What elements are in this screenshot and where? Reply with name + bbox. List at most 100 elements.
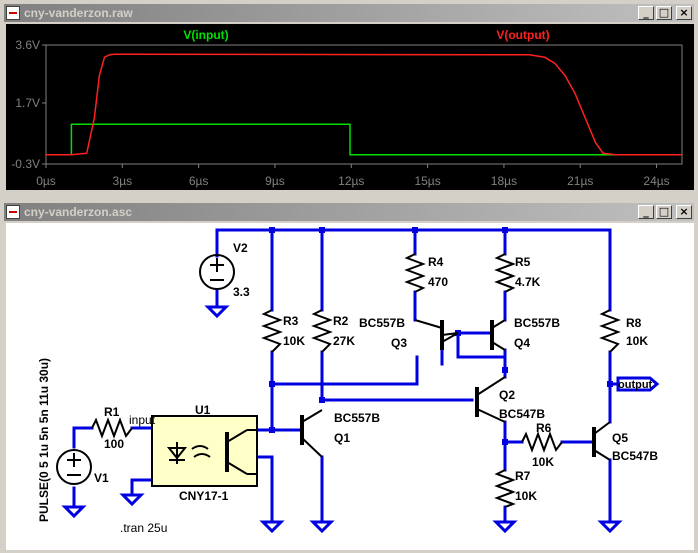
r7-symbol <box>494 469 516 508</box>
minimize-button[interactable]: _ <box>638 205 654 219</box>
v2-value: 3.3 <box>233 285 250 299</box>
y-tick-label: 1.7V <box>15 96 40 110</box>
legend-v-output[interactable]: V(output) <box>496 28 549 42</box>
q4-label: Q4 <box>514 336 530 350</box>
pulse-directive[interactable]: PULSE(0 5 1u 5n 5n 11u 30u) <box>37 358 51 522</box>
r5-value: 4.7K <box>515 275 541 289</box>
ground-icon <box>119 493 145 507</box>
trace-v-input[interactable] <box>46 123 682 156</box>
x-tick-label: 24µs <box>643 174 669 188</box>
waveform-plot[interactable]: 0µs 3µs 6µs 9µs 12µs 15µs 18µs 21µs 24µs 3.6V 1.7V… <box>6 24 694 190</box>
q1-label: Q1 <box>334 431 350 445</box>
q2-symbol <box>475 376 506 423</box>
r6-label: R6 <box>536 421 552 435</box>
grounds <box>61 305 623 534</box>
q2-label: Q2 <box>499 388 515 402</box>
r5-symbol <box>494 253 516 293</box>
r3-symbol <box>261 309 283 353</box>
schematic-canvas[interactable]: V2 3.3 R3 10K R2 27K R4 470 R5 4.7K BC55… <box>6 223 694 550</box>
ground-icon <box>492 520 518 534</box>
minimize-button[interactable]: _ <box>638 6 654 20</box>
wires <box>72 228 620 524</box>
maximize-button[interactable]: □ <box>656 6 672 20</box>
q5-model: BC547B <box>612 449 658 463</box>
v2-symbol <box>199 254 235 290</box>
r5-label: R5 <box>515 255 531 269</box>
q5-symbol <box>592 421 611 461</box>
v1-symbol <box>56 449 92 485</box>
schematic-window-title: cny-vanderzon.asc <box>24 205 133 219</box>
r8-symbol <box>599 309 621 353</box>
v1-label: V1 <box>94 471 109 485</box>
r1-symbol <box>91 417 133 439</box>
y-tick-label: 3.6V <box>15 38 40 52</box>
resistors <box>91 253 621 508</box>
close-button[interactable]: × <box>676 205 692 219</box>
x-tick-label: 21µs <box>567 174 593 188</box>
schematic-diagram[interactable]: V2 3.3 R3 10K R2 27K R4 470 R5 4.7K BC55… <box>6 223 694 550</box>
r3-label: R3 <box>283 314 299 328</box>
legend-v-input[interactable]: V(input) <box>183 28 228 42</box>
waveform-titlebar[interactable]: cny-vanderzon.raw _ □ × <box>4 4 694 22</box>
r3-value: 10K <box>283 334 305 348</box>
output-port-icon <box>616 376 660 392</box>
ground-icon <box>204 305 230 319</box>
r4-label: R4 <box>428 255 444 269</box>
q3-symbol <box>414 319 459 350</box>
chart-grid <box>45 44 683 165</box>
close-button[interactable]: × <box>676 6 692 20</box>
r8-label: R8 <box>626 316 642 330</box>
trace-v-output[interactable] <box>46 53 682 156</box>
u1-label: U1 <box>195 403 211 417</box>
waveform-chart[interactable]: 0µs 3µs 6µs 9µs 12µs 15µs 18µs 21µs 24µs 3.6V 1.7V… <box>6 24 694 190</box>
r2-symbol <box>311 309 333 353</box>
plot-frame <box>45 44 683 165</box>
x-tick-label: 6µs <box>189 174 209 188</box>
q4-model: BC557B <box>514 316 560 330</box>
ground-icon <box>61 505 87 519</box>
waveform-window: cny-vanderzon.raw _ □ × 0µs 3µs 6µs 9µs 12µs… <box>0 0 698 192</box>
schematic-titlebar[interactable]: cny-vanderzon.asc _ □ × <box>4 203 694 221</box>
r2-value: 27K <box>333 334 355 348</box>
r7-label: R7 <box>515 469 531 483</box>
q3-model: BC557B <box>359 316 405 330</box>
output-label: output <box>618 379 653 391</box>
q2-model: BC547B <box>499 407 545 421</box>
ground-icon <box>597 520 623 534</box>
q3-label: Q3 <box>391 336 407 350</box>
schematic-window: cny-vanderzon.asc _ □ × <box>0 199 698 553</box>
x-tick-label: 9µs <box>265 174 285 188</box>
r4-value: 470 <box>428 275 448 289</box>
x-tick-label: 12µs <box>338 174 364 188</box>
tran-directive[interactable]: .tran 25u <box>120 521 167 535</box>
r4-symbol <box>404 253 426 293</box>
v2-label: V2 <box>233 241 248 255</box>
x-tick-label: 0µs <box>36 174 56 188</box>
u1-model: CNY17-1 <box>179 489 229 503</box>
r7-value: 10K <box>515 489 537 503</box>
waveform-window-title: cny-vanderzon.raw <box>24 6 133 20</box>
r6-value: 10K <box>532 455 554 469</box>
schematic-app-icon <box>6 205 20 219</box>
q1-symbol <box>300 409 323 458</box>
r1-value: 100 <box>104 437 124 451</box>
x-tick-label: 18µs <box>491 174 517 188</box>
r6-symbol <box>521 431 563 453</box>
q5-label: Q5 <box>612 431 628 445</box>
maximize-button[interactable]: □ <box>656 205 672 219</box>
chart-ticks: 0µs 3µs 6µs 9µs 12µs 15µs 18µs 21µs 24µs 3.6V 1.7V… <box>11 38 669 188</box>
u1-optocoupler <box>151 415 258 487</box>
waveform-app-icon <box>6 6 20 20</box>
input-label: input <box>129 413 156 427</box>
r8-value: 10K <box>626 334 648 348</box>
x-tick-label: 15µs <box>414 174 440 188</box>
transistors <box>300 319 611 461</box>
ground-icon <box>309 520 335 534</box>
ground-icon <box>259 520 285 534</box>
r1-label: R1 <box>104 405 120 419</box>
x-tick-label: 3µs <box>113 174 133 188</box>
y-tick-label: -0.3V <box>11 157 40 171</box>
chart-series <box>46 53 682 156</box>
r2-label: R2 <box>333 314 349 328</box>
q1-model: BC557B <box>334 411 380 425</box>
